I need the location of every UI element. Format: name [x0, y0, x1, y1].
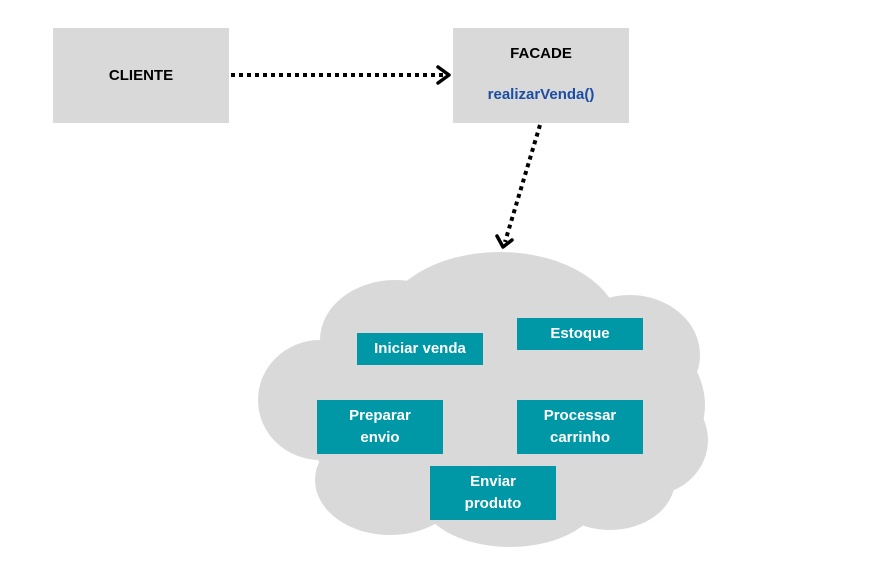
subsystem-enviar-produto: Enviar produto	[430, 466, 556, 520]
arrow-facade-to-subsystems	[495, 124, 542, 249]
subsystem-iniciar-venda: Iniciar venda	[357, 333, 483, 365]
facade-title: FACADE	[510, 45, 572, 62]
client-label: CLIENTE	[108, 67, 174, 84]
client-box: CLIENTE	[53, 28, 229, 123]
arrow-client-to-facade	[231, 65, 451, 85]
subsystem-processar-carrinho: Processar carrinho	[517, 400, 643, 454]
subsystem-estoque: Estoque	[517, 318, 643, 350]
subsystem-preparar-envio: Preparar envio	[317, 400, 443, 454]
facade-box: FACADE realizarVenda()	[453, 28, 629, 123]
facade-method: realizarVenda()	[487, 86, 595, 103]
